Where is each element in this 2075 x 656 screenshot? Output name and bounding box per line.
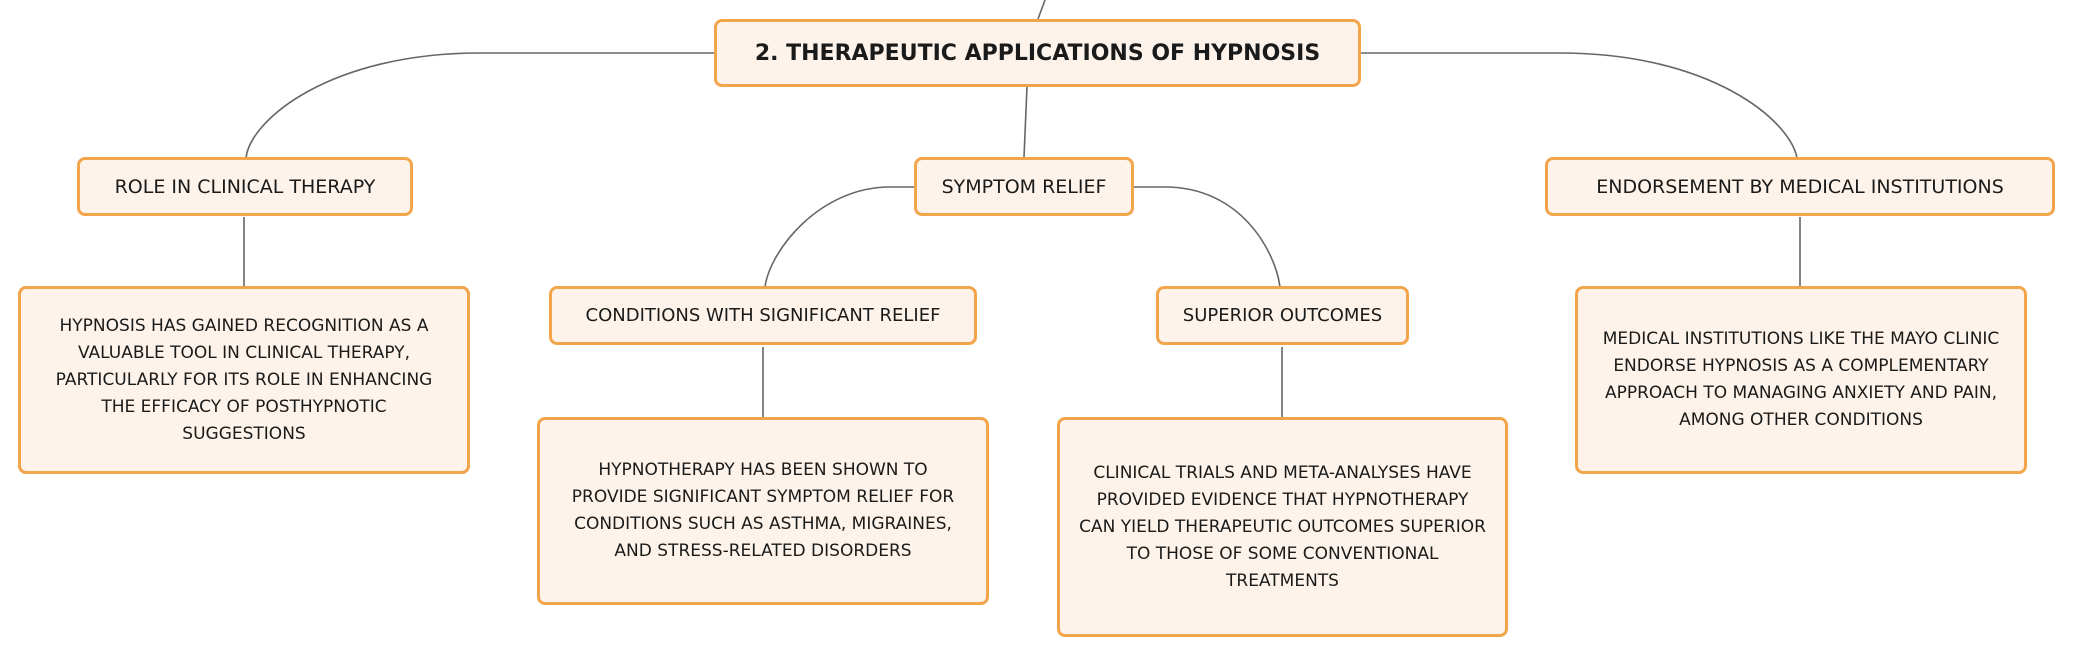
connector-root-symptom [1023,86,1028,158]
root-topic-label: 2. THERAPEUTIC APPLICATIONS OF HYPNOSIS [754,40,1321,66]
connector-root-parent [1037,0,1046,20]
connector-symptom-outcomes [1133,186,1281,288]
topic-symptom-relief[interactable]: SYMPTOM RELIEF [914,157,1134,216]
detail-text: HYPNOSIS HAS GAINED RECOGNITION AS A VAL… [55,315,433,444]
topic-role-in-clinical-therapy[interactable]: ROLE IN CLINICAL THERAPY [77,157,413,216]
root-topic[interactable]: 2. THERAPEUTIC APPLICATIONS OF HYPNOSIS [714,19,1361,87]
detail-text: HYPNOTHERAPY HAS BEEN SHOWN TO PROVIDE S… [571,460,955,561]
subtopic-label: CONDITIONS WITH SIGNIFICANT RELIEF [585,305,941,326]
detail-superior-outcomes[interactable]: CLINICAL TRIALS AND META-ANALYSES HAVE P… [1057,417,1508,637]
topic-label: SYMPTOM RELIEF [941,175,1107,198]
subtopic-superior-outcomes[interactable]: SUPERIOR OUTCOMES [1156,286,1409,345]
topic-endorsement-by-medical-institutions[interactable]: ENDORSEMENT BY MEDICAL INSTITUTIONS [1545,157,2055,216]
topic-label: ROLE IN CLINICAL THERAPY [114,175,376,198]
detail-role-in-clinical-therapy[interactable]: HYPNOSIS HAS GAINED RECOGNITION AS A VAL… [18,286,470,474]
detail-conditions-with-significant-relief[interactable]: HYPNOTHERAPY HAS BEEN SHOWN TO PROVIDE S… [537,417,989,605]
detail-text: CLINICAL TRIALS AND META-ANALYSES HAVE P… [1079,462,1486,591]
detail-endorsement-by-medical-institutions[interactable]: MEDICAL INSTITUTIONS LIKE THE MAYO CLINI… [1575,286,2027,474]
subtopic-conditions-with-significant-relief[interactable]: CONDITIONS WITH SIGNIFICANT RELIEF [549,286,977,345]
connector-root-clinical [245,52,714,159]
connector-root-endorsement [1361,52,1798,159]
detail-text: MEDICAL INSTITUTIONS LIKE THE MAYO CLINI… [1602,329,2000,430]
connector-symptom-conditions [764,186,915,288]
subtopic-label: SUPERIOR OUTCOMES [1182,305,1383,326]
topic-label: ENDORSEMENT BY MEDICAL INSTITUTIONS [1596,175,2004,198]
